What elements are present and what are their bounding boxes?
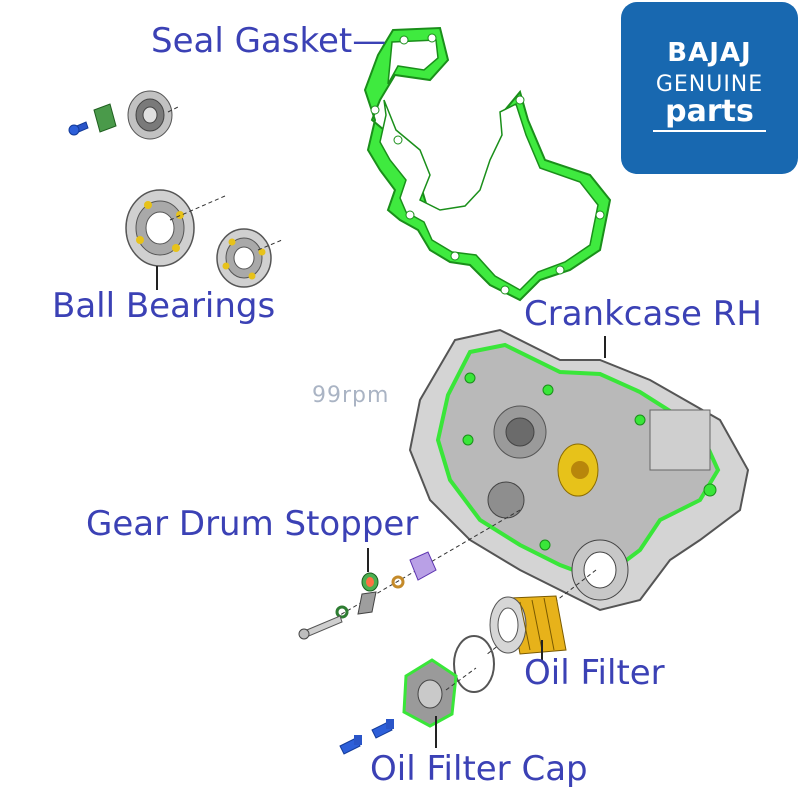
label-ball-bearings: Ball Bearings: [52, 286, 276, 326]
small-bearing-assembly: [68, 90, 181, 140]
crankcase-rh: [339, 328, 750, 656]
label-oil-filter: Oil Filter: [524, 653, 665, 693]
label-crankcase-rh: Crankcase RH: [524, 294, 762, 334]
brand-name: BAJAJ: [667, 38, 752, 68]
brand-underline: [653, 130, 766, 132]
watermark: 99rpm: [312, 383, 390, 408]
seal-gasket: [363, 26, 612, 302]
ball-bearing-small: [216, 228, 283, 288]
ball-bearing-large: [125, 189, 226, 290]
brand-parts: parts: [665, 94, 754, 129]
oil-filter: [489, 595, 567, 662]
cap-screws: [339, 719, 394, 755]
label-oil-filter-cap: Oil Filter Cap: [370, 749, 588, 789]
oil-filter-cap: [402, 658, 477, 748]
gear-drum-stopper: [298, 548, 437, 640]
label-gear-drum-stopper: Gear Drum Stopper: [86, 504, 419, 544]
label-seal-gasket: Seal Gasket—: [151, 21, 387, 61]
brand-genuine: GENUINE: [655, 72, 764, 97]
bajaj-genuine-parts-logo: BAJAJ GENUINE parts: [621, 2, 798, 174]
oil-filter-oring: [453, 635, 495, 693]
